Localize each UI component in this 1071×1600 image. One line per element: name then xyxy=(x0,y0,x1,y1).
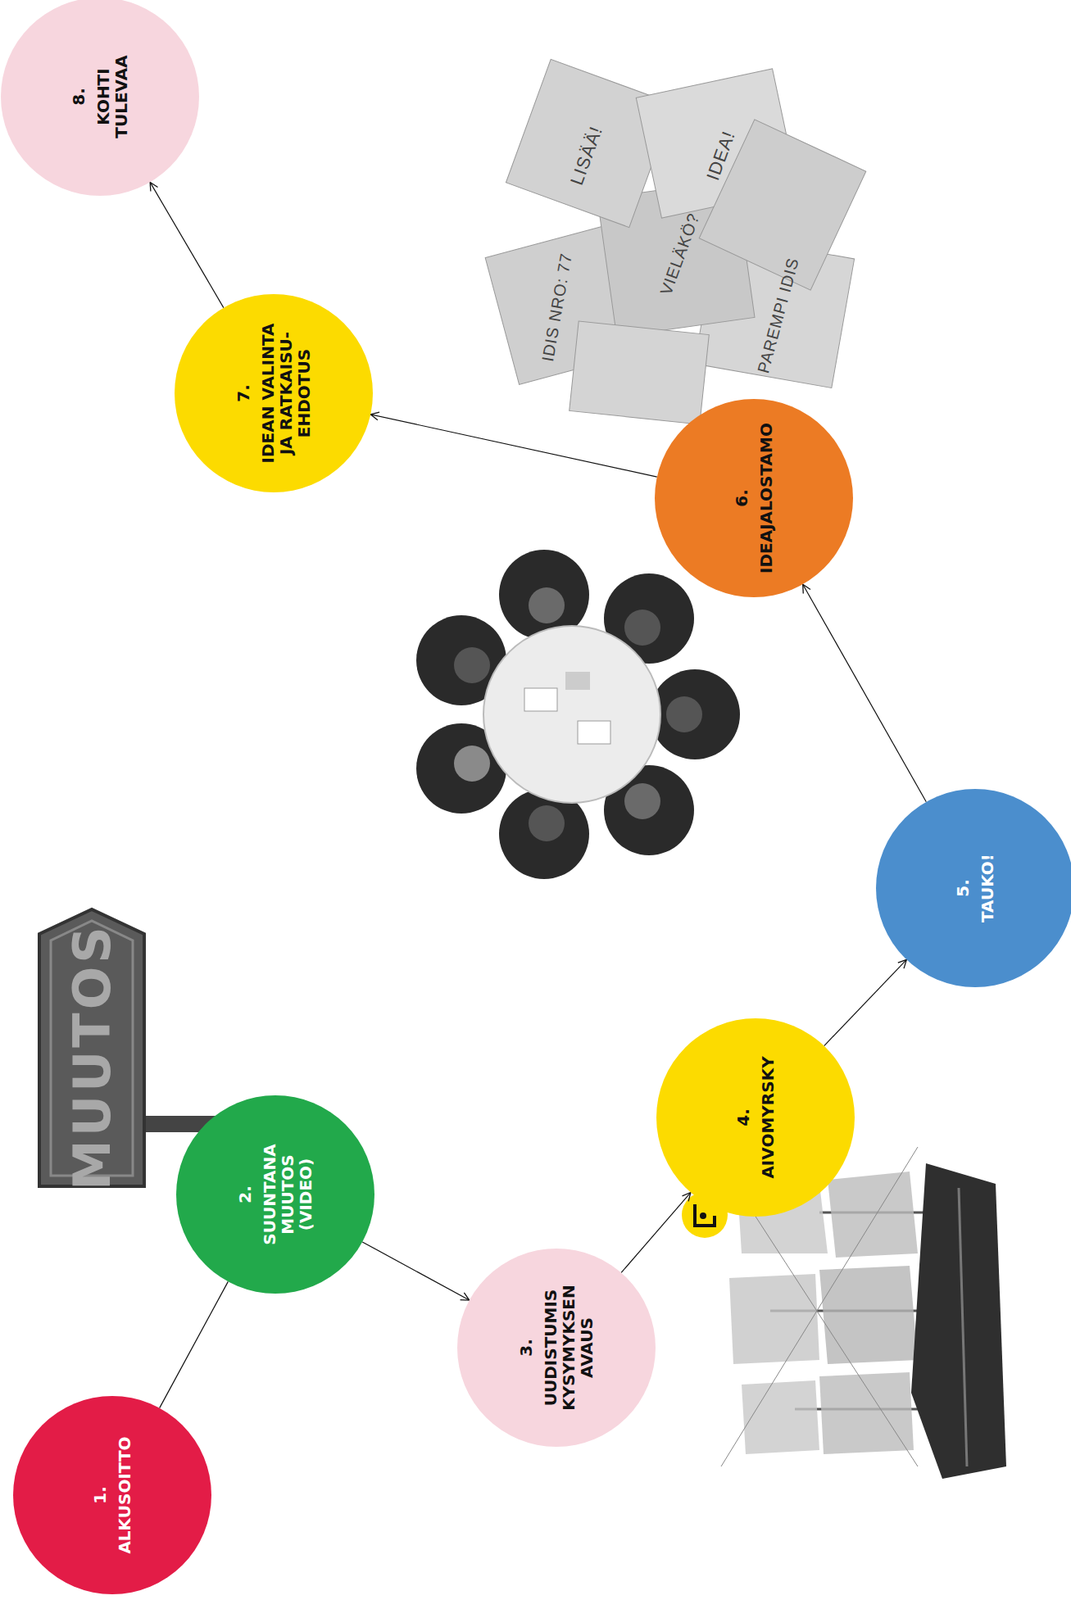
step-text-group: 4. AIVOMYRSKY xyxy=(734,1039,777,1196)
step-circle: 8.KOHTI TULEVAA xyxy=(0,0,200,196)
head xyxy=(666,696,703,733)
step-title: IDEAJALOSTAMO xyxy=(757,416,776,581)
hull xyxy=(911,1163,1007,1480)
note-text: PAREMPI IDIS xyxy=(753,255,804,376)
step-text-group: 1. ALKUSOITTO xyxy=(90,1421,134,1570)
step-number: 7. xyxy=(234,322,253,466)
step-text-group: 5. TAUKO! xyxy=(953,814,997,963)
step-circle: 3.UUDISTUMIS KYSYMYKSEN AVAUS xyxy=(457,1248,656,1448)
sail xyxy=(729,1274,820,1365)
sticky-notes-illustration xyxy=(485,58,867,425)
paper xyxy=(577,721,611,745)
head xyxy=(624,609,661,646)
sail xyxy=(819,1372,914,1455)
person xyxy=(649,669,740,760)
flow-arrow xyxy=(362,1242,470,1301)
step-circle: 2.SUUNTANA MUUTOS (VIDEO) xyxy=(176,1095,375,1294)
meeting-illustration xyxy=(416,549,740,880)
flow-arrow xyxy=(824,959,908,1046)
step-text-group: 8.KOHTI TULEVAA xyxy=(69,27,131,167)
head xyxy=(453,647,491,684)
step-title: IDEAN VALINTA JA RATKAISU- EHDOTUS xyxy=(258,322,314,466)
step-title: SUUNTANA MUUTOS (VIDEO) xyxy=(260,1125,315,1265)
note-text: IDIS NRO: 77 xyxy=(538,251,577,364)
step-number: 8. xyxy=(69,27,88,167)
flow-arrow xyxy=(159,1281,229,1408)
note-text: VIELÄKÖ? xyxy=(656,210,704,298)
icon-glyph xyxy=(694,1204,715,1226)
icon-dot xyxy=(699,1212,707,1220)
step-circle: 5. TAUKO! xyxy=(875,789,1071,988)
step-text-group: 7.IDEAN VALINTA JA RATKAISU- EHDOTUS xyxy=(234,322,314,466)
hull-stripe xyxy=(958,1188,967,1467)
sail xyxy=(827,1171,918,1258)
step-circle: 1. ALKUSOITTO xyxy=(13,1396,212,1595)
step-title: TAUKO! xyxy=(978,814,997,963)
step-number: 3. xyxy=(517,1274,536,1422)
step-number: 2. xyxy=(235,1125,255,1265)
note-text: LISÄÄ! xyxy=(566,123,608,189)
head xyxy=(453,745,491,782)
paper xyxy=(565,671,590,690)
step-circle: 7.IDEAN VALINTA JA RATKAISU- EHDOTUS xyxy=(174,294,373,493)
step-number: 4. xyxy=(734,1039,753,1196)
step-title: ALKUSOITTO xyxy=(115,1421,134,1570)
paper xyxy=(524,688,558,712)
note-text: IDEA! xyxy=(702,127,740,184)
head xyxy=(624,783,661,820)
sail xyxy=(741,1380,820,1455)
step-title: KOHTI TULEVAA xyxy=(94,27,131,167)
step-text-group: 3.UUDISTUMIS KYSYMYKSEN AVAUS xyxy=(517,1274,596,1422)
step-circle: 4. AIVOMYRSKY xyxy=(656,1018,855,1217)
sign-text: MUUTOS xyxy=(62,923,123,1191)
sail xyxy=(819,1266,918,1365)
sticky-note xyxy=(569,321,710,425)
step-number: 5. xyxy=(953,814,972,963)
step-title: UUDISTUMIS KYSYMYKSEN AVAUS xyxy=(541,1274,596,1422)
step-circle: 6. IDEAJALOSTAMO xyxy=(654,399,854,598)
head xyxy=(528,587,565,624)
step-text-group: 6. IDEAJALOSTAMO xyxy=(732,416,776,581)
head xyxy=(528,805,565,842)
flow-arrow xyxy=(370,414,658,477)
flow-arrow xyxy=(621,1193,691,1274)
step-text-group: 2.SUUNTANA MUUTOS (VIDEO) xyxy=(235,1125,315,1265)
step-title: AIVOMYRSKY xyxy=(758,1039,777,1196)
step-number: 1. xyxy=(90,1421,109,1570)
step-number: 6. xyxy=(732,416,751,581)
flow-arrow xyxy=(149,181,224,308)
round-table xyxy=(483,626,661,804)
flow-arrow xyxy=(803,584,927,803)
